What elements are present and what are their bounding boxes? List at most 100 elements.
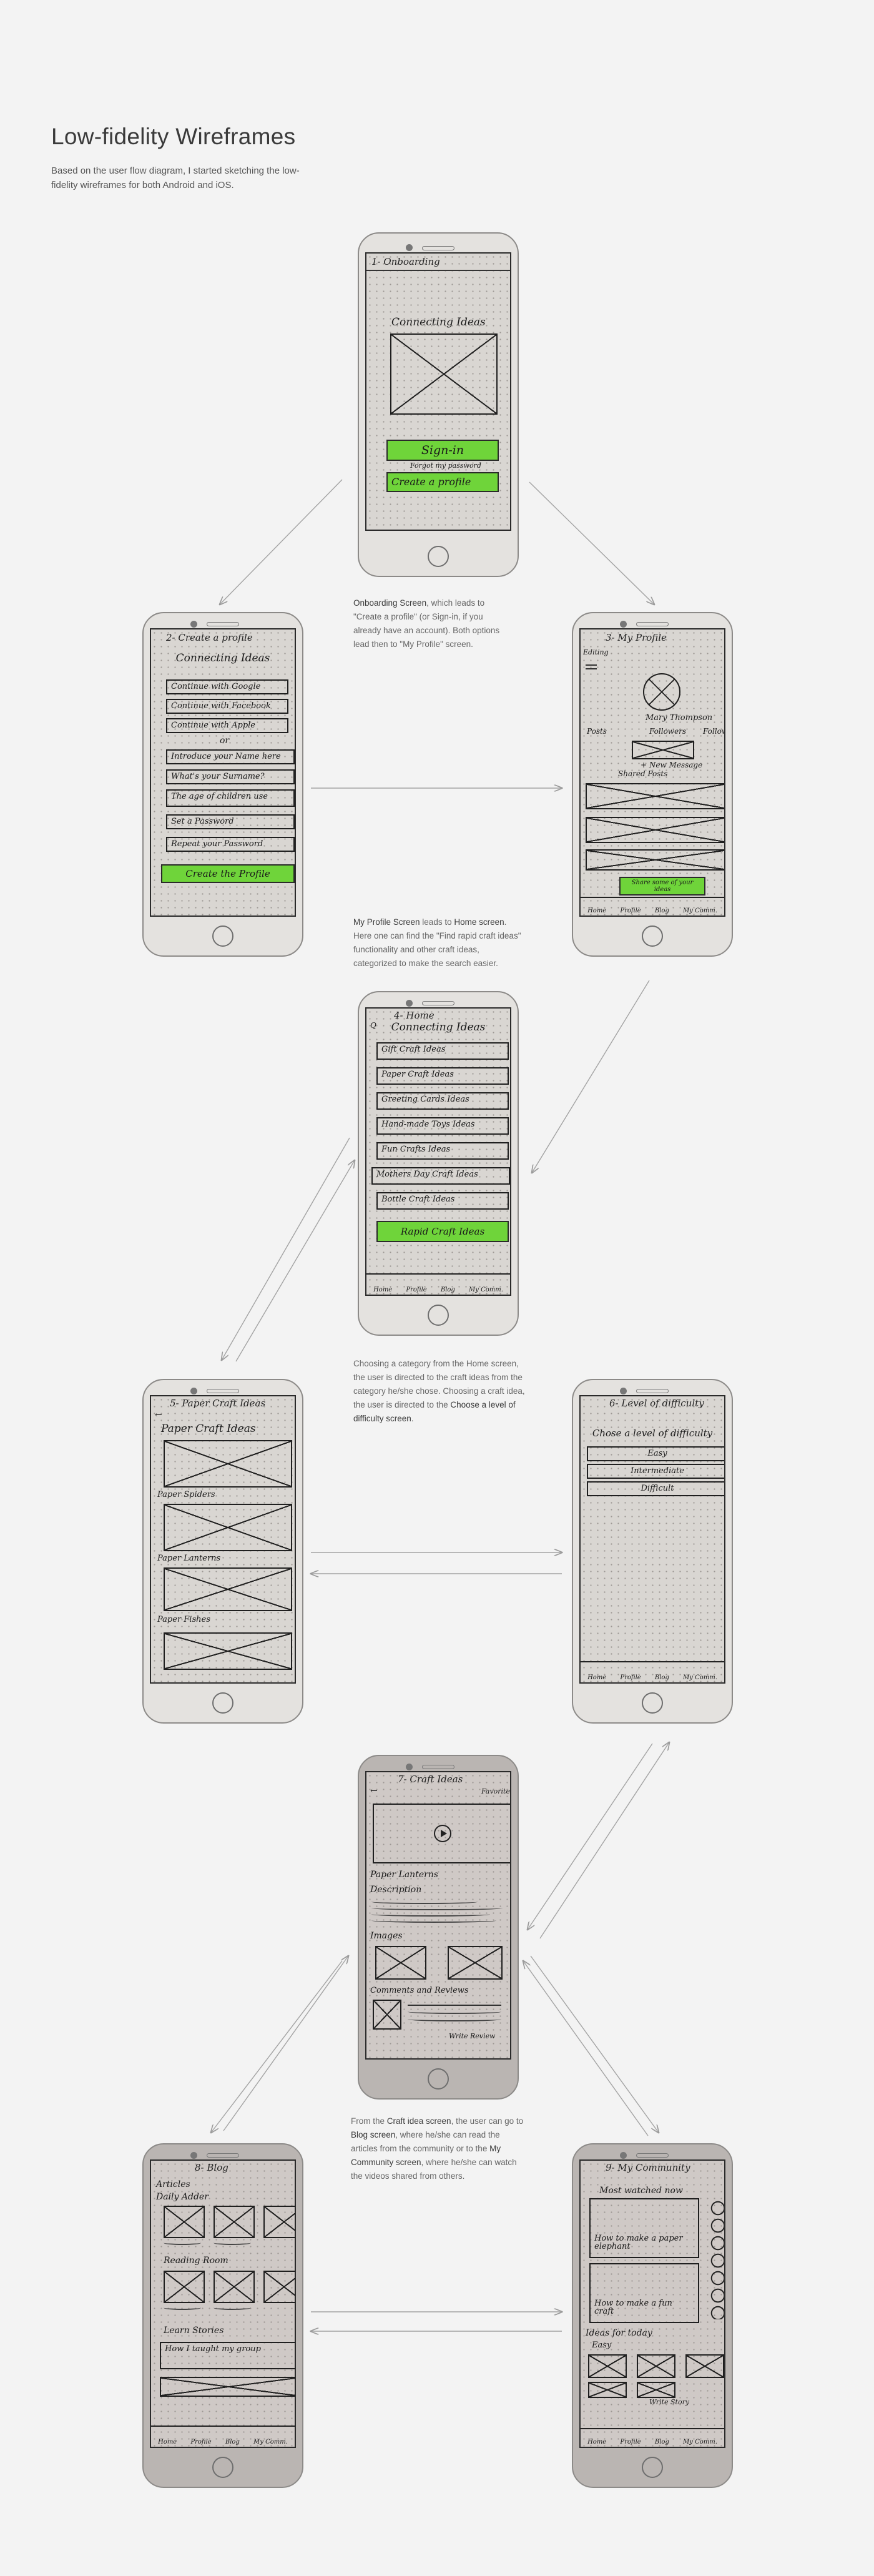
back-arrow-icon: ← bbox=[370, 1786, 378, 1796]
camera-icon bbox=[406, 244, 413, 251]
wireframe-blog: 8- Blog Articles Daily Adder Reading Roo… bbox=[142, 2143, 303, 2488]
bottom-nav: Home Profile Blog My Comm. bbox=[581, 897, 724, 915]
nav-home: Home bbox=[587, 2439, 607, 2445]
sketch-title: Connecting Ideas bbox=[175, 652, 270, 664]
image-thumb bbox=[448, 1946, 503, 1980]
image-placeholder bbox=[390, 333, 498, 415]
arrow-craft-to-difficulty bbox=[539, 1742, 669, 1939]
nav-community: My Comm. bbox=[469, 1286, 503, 1293]
sketch-label: 5- Paper Craft Ideas bbox=[170, 1398, 266, 1409]
article-thumb bbox=[214, 2206, 255, 2238]
nav-profile: Profile bbox=[620, 907, 641, 914]
field-repeat-password: Repeat your Password bbox=[166, 837, 295, 852]
sign-in-button: Sign-in bbox=[386, 440, 499, 461]
avatar bbox=[643, 673, 680, 711]
field-name: Introduce your Name here bbox=[166, 749, 295, 764]
nav-blog: Blog bbox=[654, 1674, 669, 1681]
post-placeholder bbox=[586, 817, 724, 843]
field-google: Continue with Google bbox=[166, 679, 288, 694]
category-fun: Fun Crafts Ideas bbox=[376, 1142, 509, 1160]
field-surname: What's your Surname? bbox=[166, 769, 295, 784]
caption-profile: My Profile Screen leads to Home screen. … bbox=[353, 915, 522, 970]
nav-profile: Profile bbox=[620, 1674, 641, 1681]
speaker-icon bbox=[207, 2153, 239, 2158]
blog-screen: 8- Blog Articles Daily Adder Reading Roo… bbox=[150, 2159, 296, 2448]
search-icon: Q bbox=[370, 1021, 376, 1030]
image-thumb bbox=[375, 1946, 426, 1980]
category-greeting: Greeting Cards Ideas bbox=[376, 1092, 509, 1110]
camera-icon bbox=[620, 621, 627, 628]
arrow-difficulty-to-craft bbox=[528, 1743, 653, 1930]
nav-community: My Comm. bbox=[683, 907, 717, 914]
home-button-icon bbox=[642, 1692, 663, 1714]
sketch-title: Connecting Ideas bbox=[391, 316, 486, 328]
category-gift: Gift Craft Ideas bbox=[376, 1042, 509, 1060]
caption-text: leads to bbox=[420, 917, 454, 927]
story-card: How I taught my group bbox=[160, 2342, 295, 2369]
craft-item-label: Paper Lanterns bbox=[157, 1554, 221, 1563]
caption-emphasis: Craft idea screen bbox=[386, 2116, 451, 2126]
article-thumb bbox=[263, 2206, 295, 2238]
wireframe-paper-craft: 5- Paper Craft Ideas ← Paper Craft Ideas… bbox=[142, 1379, 303, 1724]
home-button-icon bbox=[428, 546, 449, 567]
easy-label: Easy bbox=[592, 2341, 612, 2350]
caption-craft: From the Craft idea screen, the user can… bbox=[351, 2115, 526, 2183]
arrow-onboarding-to-profile bbox=[529, 481, 654, 605]
category-paper: Paper Craft Ideas bbox=[376, 1067, 509, 1085]
field-facebook: Continue with Facebook bbox=[166, 699, 288, 714]
nav-community: My Comm. bbox=[683, 2439, 717, 2445]
idea-thumb bbox=[637, 2354, 675, 2378]
sketch-label: 9- My Community bbox=[606, 2162, 690, 2173]
category-bottle: Bottle Craft Ideas bbox=[376, 1192, 509, 1210]
speaker-icon bbox=[422, 1765, 454, 1769]
craft-image bbox=[164, 1504, 292, 1551]
craft-name: Paper Lanterns bbox=[370, 1870, 438, 1880]
category-mothers-day: Mothers Day Craft Ideas bbox=[371, 1167, 510, 1185]
nav-community: My Comm. bbox=[683, 1674, 717, 1681]
wireframe-my-profile: 3- My Profile Editing Mary Thompson Post… bbox=[572, 612, 733, 957]
arrow-craft-to-blog bbox=[211, 1960, 343, 2133]
caption-home: Choosing a category from the Home screen… bbox=[353, 1357, 525, 1426]
my-profile-screen: 3- My Profile Editing Mary Thompson Post… bbox=[579, 628, 725, 917]
article-thumb bbox=[160, 2377, 295, 2397]
new-message-link: + New Message bbox=[641, 761, 703, 769]
nav-profile: Profile bbox=[190, 2439, 212, 2445]
caption-emphasis: Choose a level of difficulty screen bbox=[353, 1400, 516, 1423]
shared-posts-label: Shared Posts bbox=[618, 769, 668, 778]
sketch-label: 3- My Profile bbox=[606, 632, 667, 643]
home-button-icon bbox=[428, 1305, 449, 1326]
arrow-community-to-craft bbox=[523, 1961, 649, 2136]
home-button-icon bbox=[642, 925, 663, 947]
nav-profile: Profile bbox=[406, 1286, 427, 1293]
idea-thumb bbox=[637, 2382, 675, 2398]
category-toys: Hand-made Toys Ideas bbox=[376, 1117, 509, 1135]
speaker-icon bbox=[422, 1001, 454, 1005]
bottom-nav: Home Profile Blog My Comm. bbox=[581, 1661, 724, 1682]
caption-text: . Here one can find the "Find rapid craf… bbox=[353, 917, 521, 968]
field-age: The age of children use bbox=[166, 789, 295, 807]
caption-emphasis: My Community screen bbox=[351, 2144, 501, 2167]
sketch-label: 8- Blog bbox=[195, 2162, 228, 2173]
write-review-link: Write Review bbox=[449, 2032, 496, 2040]
onboarding-screen: 1- Onboarding Connecting Ideas Sign-in F… bbox=[365, 252, 511, 531]
avatar-column bbox=[710, 2201, 724, 2319]
camera-icon bbox=[190, 2152, 197, 2159]
caption-emphasis: My Profile Screen bbox=[353, 917, 420, 927]
speaker-icon bbox=[422, 246, 454, 250]
wireframe-community: 9- My Community Most watched now How to … bbox=[572, 2143, 733, 2488]
page-title: Low-fidelity Wireframes bbox=[51, 124, 296, 149]
rapid-craft-button: Rapid Craft Ideas bbox=[376, 1221, 509, 1242]
caption-text: , the user can go to bbox=[451, 2116, 524, 2126]
level-difficult: Difficult bbox=[587, 1481, 724, 1496]
caption-text: , where he/she can read the articles fro… bbox=[351, 2130, 500, 2153]
speaker-icon bbox=[636, 622, 669, 626]
caption-emphasis: Blog screen bbox=[351, 2130, 396, 2139]
craft-image bbox=[164, 1567, 292, 1611]
caption-text: , where he/she can watch the videos shar… bbox=[351, 2158, 517, 2181]
caption-text: . bbox=[411, 1414, 414, 1423]
craft-image bbox=[164, 1632, 292, 1670]
field-apple: Continue with Apple bbox=[166, 718, 288, 733]
home-button-icon bbox=[212, 1692, 233, 1714]
speaker-icon bbox=[636, 1389, 669, 1393]
description-heading: Description bbox=[370, 1885, 422, 1895]
